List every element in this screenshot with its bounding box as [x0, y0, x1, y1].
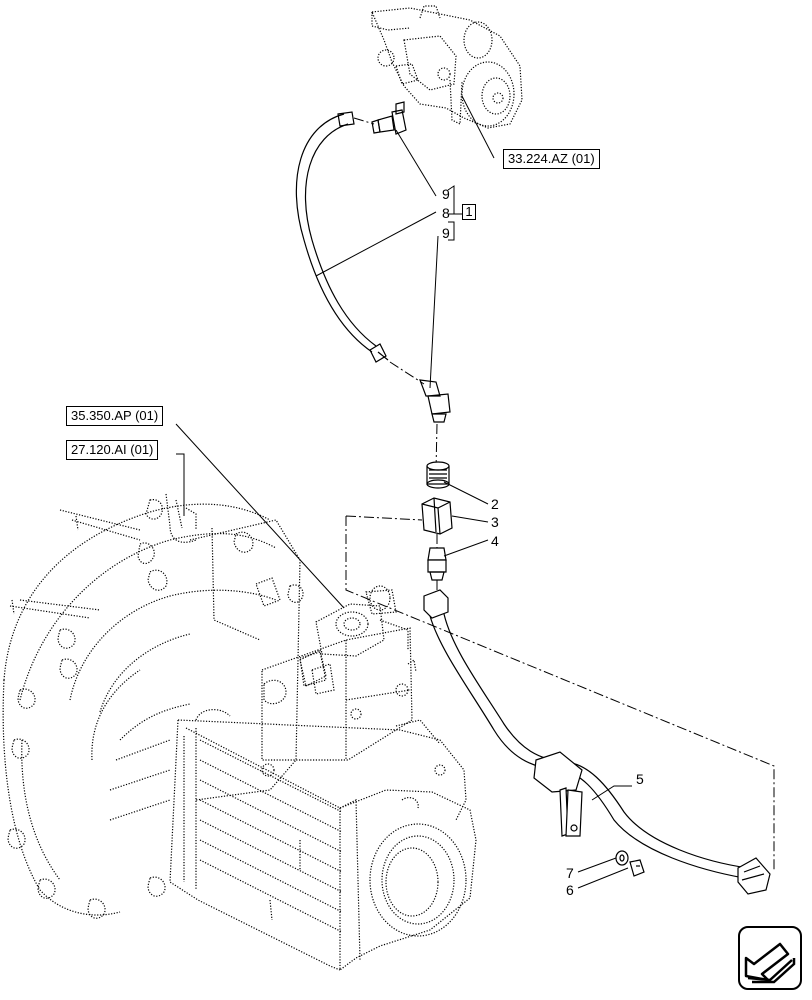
previous-page-button[interactable]: [738, 926, 802, 990]
group-callout-1: 1: [462, 204, 476, 220]
part-4-adapter: [427, 534, 447, 592]
callout-9-upper: 9: [442, 186, 450, 202]
callout-6: 6: [566, 882, 574, 898]
callout-2: 2: [491, 496, 499, 512]
mounting-block: [261, 619, 417, 761]
part-2-fitting: [426, 461, 450, 489]
gearbox-body: [169, 709, 477, 971]
reference-link-mid[interactable]: 35.350.AP (01): [66, 406, 164, 426]
elbow-fitting-lower: [419, 379, 451, 423]
callout-5: 5: [636, 771, 644, 787]
callout-4: 4: [491, 533, 499, 549]
elbow-fitting-top: [371, 101, 407, 135]
leader-lines: [175, 95, 632, 889]
valve-assembly-top: [371, 5, 523, 129]
part-7-washer: [615, 850, 629, 866]
callout-3: 3: [491, 514, 499, 530]
pipe-5: [423, 589, 771, 895]
hose-8: [295, 111, 425, 385]
callout-9-lower: 9: [442, 225, 450, 241]
assembly-boundary: [345, 515, 775, 870]
valve-on-block: [299, 585, 397, 695]
callout-8: 8: [442, 205, 450, 221]
reference-link-low[interactable]: 27.120.AI (01): [66, 440, 159, 460]
reference-link-top[interactable]: 33.224.AZ (01): [503, 149, 600, 169]
callout-7: 7: [566, 865, 574, 881]
part-6-bolt: [629, 859, 645, 877]
transmission-housing: [2, 493, 304, 919]
arrow-down-left-icon: [744, 942, 796, 984]
part-3-nut: [421, 497, 453, 535]
